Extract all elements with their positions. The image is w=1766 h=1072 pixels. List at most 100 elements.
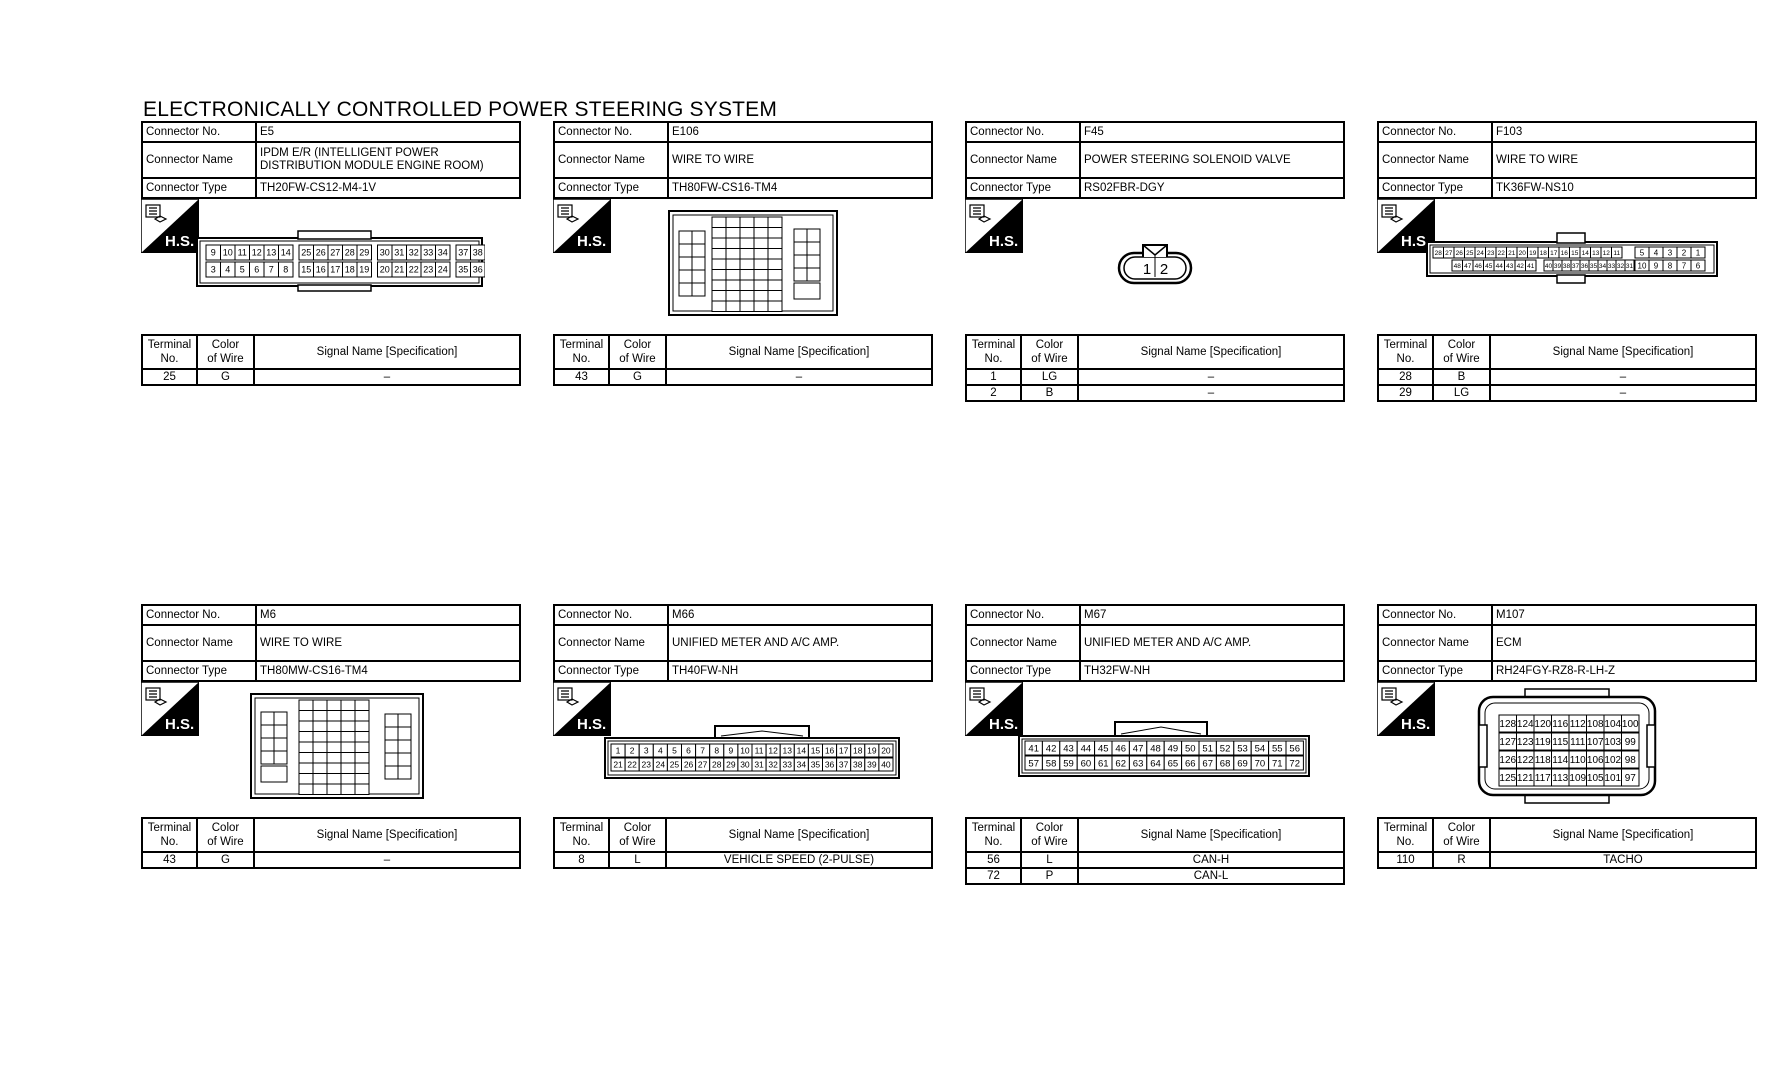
terminal-no: 43 bbox=[141, 851, 198, 869]
pin-cavity: 110 bbox=[1568, 750, 1587, 769]
terminal-no: 56 bbox=[965, 851, 1022, 869]
signal-name-header: Signal Name [Specification] bbox=[665, 334, 933, 370]
svg-text:124: 124 bbox=[1517, 719, 1534, 730]
pin-cavity: 44 bbox=[1493, 259, 1505, 272]
signal-name: – bbox=[1077, 368, 1345, 386]
svg-text:31: 31 bbox=[754, 760, 764, 770]
svg-text:22: 22 bbox=[1498, 250, 1506, 257]
pin-cavity: 128 bbox=[1498, 714, 1517, 733]
pin-cavity: 7 bbox=[695, 743, 711, 758]
pin-cavity: 52 bbox=[1215, 740, 1235, 756]
svg-text:44: 44 bbox=[1081, 743, 1092, 754]
pin-cavity: 18 bbox=[850, 743, 866, 758]
pin-cavity: 13 bbox=[779, 743, 795, 758]
svg-text:31: 31 bbox=[394, 248, 404, 258]
pin-cavity: 27 bbox=[327, 244, 343, 261]
svg-text:H.S.: H.S. bbox=[989, 233, 1018, 250]
svg-text:H.S.: H.S. bbox=[165, 716, 194, 733]
svg-text:10: 10 bbox=[740, 746, 750, 756]
svg-text:56: 56 bbox=[1289, 743, 1300, 754]
connector-panel-m67: Connector No. M67 Connector Name UNIFIED… bbox=[965, 604, 1345, 885]
pin-cavity: 35 bbox=[455, 261, 471, 278]
svg-text:2: 2 bbox=[1682, 248, 1687, 257]
terminal-row: 2 B – bbox=[965, 384, 1345, 402]
pin-cavity: 43 bbox=[1059, 740, 1078, 756]
svg-text:2: 2 bbox=[1160, 261, 1168, 278]
pin-cavity: 66 bbox=[1181, 755, 1200, 771]
terminal-row: 110 R TACHO bbox=[1377, 851, 1757, 869]
connector-name-value: WIRE TO WIRE bbox=[667, 141, 933, 179]
pin-cavity: 26 bbox=[681, 757, 697, 772]
signal-name: – bbox=[665, 368, 933, 386]
svg-text:27: 27 bbox=[698, 760, 708, 770]
svg-text:40: 40 bbox=[1545, 263, 1553, 270]
connector-no-value: M67 bbox=[1079, 604, 1345, 626]
wire-color: L bbox=[608, 851, 667, 869]
connector-diagram: H.S. bbox=[141, 682, 521, 817]
pin-cavity: 120 bbox=[1533, 714, 1552, 733]
pin-cavity: 4 bbox=[220, 261, 236, 278]
terminal-row: 8 L VEHICLE SPEED (2-PULSE) bbox=[553, 851, 933, 869]
connector-header-table: Connector No. M67 Connector Name UNIFIED… bbox=[965, 604, 1345, 682]
svg-text:21: 21 bbox=[1508, 250, 1516, 257]
pin-cavity: 57 bbox=[1024, 755, 1043, 771]
hs-harness-side-icon: H.S. bbox=[141, 199, 199, 253]
svg-text:71: 71 bbox=[1272, 758, 1283, 769]
pin-cavity: 61 bbox=[1094, 755, 1113, 771]
svg-text:118: 118 bbox=[1535, 755, 1551, 766]
svg-text:19: 19 bbox=[359, 265, 369, 275]
svg-text:100: 100 bbox=[1622, 719, 1639, 730]
wire-color: G bbox=[608, 368, 667, 386]
svg-text:35: 35 bbox=[458, 265, 468, 275]
svg-text:21: 21 bbox=[613, 760, 623, 770]
pin-cavity: 106 bbox=[1586, 750, 1605, 769]
svg-text:60: 60 bbox=[1081, 758, 1092, 769]
pin-cavity: 34 bbox=[1597, 259, 1608, 272]
hs-harness-side-icon: H.S. bbox=[1377, 682, 1435, 736]
pin-cavity: 11 bbox=[1611, 246, 1623, 259]
pin-cavity: 123 bbox=[1516, 732, 1535, 751]
connector-no-value: E5 bbox=[255, 121, 521, 143]
svg-text:20: 20 bbox=[881, 746, 891, 756]
pin-cavity: 2 bbox=[624, 743, 640, 758]
svg-text:25: 25 bbox=[301, 248, 311, 258]
pin-cavity: 7 bbox=[263, 261, 279, 278]
pin-cavity: 8 bbox=[278, 261, 294, 278]
svg-text:19: 19 bbox=[1529, 250, 1537, 257]
pin-cavity: 70 bbox=[1250, 755, 1270, 771]
connector-name-label: Connector Name bbox=[1377, 141, 1493, 179]
pin-cavity: 23 bbox=[638, 757, 654, 772]
hs-harness-side-icon: H.S. bbox=[965, 199, 1023, 253]
svg-text:9: 9 bbox=[728, 746, 733, 756]
svg-text:37: 37 bbox=[839, 760, 849, 770]
connector-no-label: Connector No. bbox=[965, 121, 1081, 143]
svg-text:H.S.: H.S. bbox=[1401, 233, 1430, 250]
connector-no-label: Connector No. bbox=[553, 604, 669, 626]
signal-name: – bbox=[253, 851, 521, 869]
signal-name: – bbox=[1077, 384, 1345, 402]
svg-text:49: 49 bbox=[1168, 743, 1179, 754]
svg-text:3: 3 bbox=[644, 746, 649, 756]
wire-color: LG bbox=[1020, 368, 1079, 386]
terminal-no: 1 bbox=[965, 368, 1022, 386]
signal-name: TACHO bbox=[1489, 851, 1757, 869]
wire-color: G bbox=[196, 368, 255, 386]
pin-cavity: 18 bbox=[342, 261, 358, 278]
terminal-row: 29 LG – bbox=[1377, 384, 1757, 402]
terminal-no: 29 bbox=[1377, 384, 1434, 402]
terminal-no: 43 bbox=[553, 368, 610, 386]
pin-cavity: 99 bbox=[1621, 732, 1640, 751]
pin-cavity: 116 bbox=[1551, 714, 1570, 733]
pin-cavity: 38 bbox=[850, 757, 866, 772]
connector-no-value: M66 bbox=[667, 604, 933, 626]
pin-cavity: 108 bbox=[1586, 714, 1605, 733]
connector-type-value: RS02FBR-DGY bbox=[1079, 177, 1345, 199]
pin-cavity: 6 bbox=[249, 261, 265, 278]
pin-cavity: 98 bbox=[1621, 750, 1640, 769]
pin-cavity: 97 bbox=[1621, 768, 1640, 787]
